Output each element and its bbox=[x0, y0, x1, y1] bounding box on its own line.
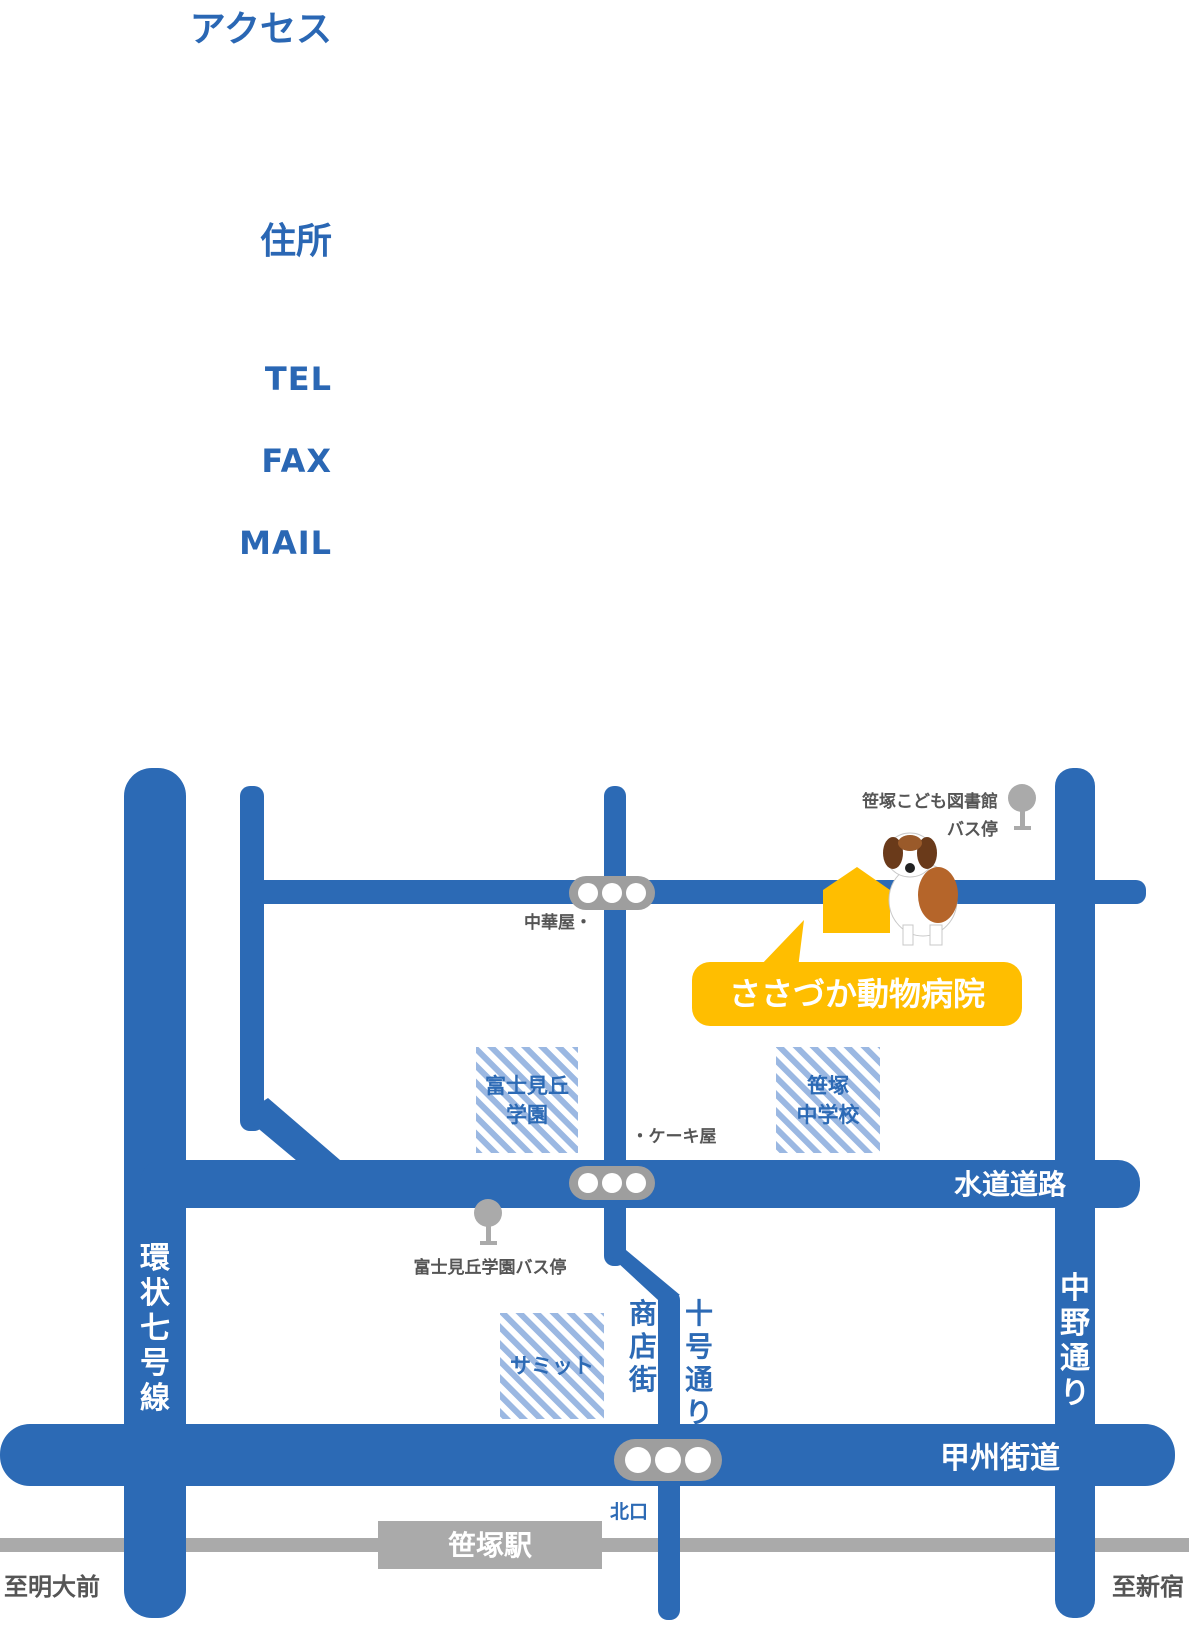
clinic-house-icon bbox=[823, 867, 890, 933]
road-diagonal bbox=[242, 1098, 340, 1176]
label-shotengai: 商店街 bbox=[628, 1297, 657, 1396]
access-heading: アクセス bbox=[189, 9, 332, 50]
mail-label: MAIL bbox=[239, 524, 332, 562]
label-sasazuka-chugakko-1: 笹塚 bbox=[807, 1074, 849, 1098]
label-sasazuka-chugakko-2: 中学校 bbox=[797, 1103, 861, 1127]
svg-text:野: 野 bbox=[1060, 1306, 1090, 1341]
svg-text:十: 十 bbox=[685, 1297, 713, 1330]
label-summit: サミット bbox=[510, 1354, 594, 1378]
svg-text:り: り bbox=[1060, 1376, 1090, 1411]
label-fujimigaoka-gakuen-1: 富士見丘 bbox=[485, 1074, 569, 1098]
dog-icon bbox=[883, 832, 958, 946]
direction-east: 至新宿 bbox=[1112, 1573, 1184, 1601]
svg-text:状: 状 bbox=[140, 1276, 171, 1311]
svg-text:号: 号 bbox=[140, 1346, 170, 1381]
label-kanjo7: 環状七 号線 bbox=[140, 1241, 171, 1416]
traffic-signal-lower bbox=[614, 1439, 722, 1481]
clinic-callout: ささづか動物病院 bbox=[692, 920, 1022, 1026]
svg-text:商: 商 bbox=[629, 1297, 657, 1330]
address-label: 住所 bbox=[259, 221, 332, 262]
label-kitaguchi: 北口 bbox=[610, 1501, 648, 1523]
svg-text:線: 線 bbox=[140, 1381, 170, 1416]
road-left-thin bbox=[240, 786, 264, 1131]
label-cakeya: ・ケーキ屋 bbox=[632, 1127, 717, 1147]
svg-text:笹塚駅: 笹塚駅 bbox=[448, 1529, 532, 1562]
block-summit bbox=[500, 1313, 604, 1419]
svg-text:中: 中 bbox=[1060, 1271, 1090, 1306]
label-suido: 水道道路 bbox=[954, 1168, 1067, 1201]
direction-west: 至明大前 bbox=[4, 1573, 100, 1601]
road-koshu bbox=[0, 1424, 1175, 1486]
label-chukaya: 中華屋・ bbox=[524, 912, 592, 933]
svg-text:通: 通 bbox=[1060, 1341, 1090, 1376]
fax-label: FAX bbox=[261, 442, 332, 480]
block-sasazuka-chugakko bbox=[776, 1047, 880, 1153]
bus-stop-icon bbox=[474, 1199, 502, 1245]
svg-text:店: 店 bbox=[629, 1330, 657, 1363]
label-fujimigaoka-gakuen-2: 学園 bbox=[506, 1103, 548, 1127]
clinic-name: ささづか動物病院 bbox=[729, 975, 985, 1013]
tel-label: TEL bbox=[264, 360, 332, 398]
station-sasazuka: 笹塚駅 bbox=[378, 1521, 602, 1569]
svg-text:通: 通 bbox=[685, 1363, 713, 1396]
road-shotengai-bend bbox=[604, 1250, 680, 1300]
svg-text:り: り bbox=[685, 1396, 713, 1429]
label-koshu: 甲州街道 bbox=[940, 1441, 1060, 1476]
svg-text:号: 号 bbox=[685, 1330, 713, 1363]
label-library-bus-stop-1: 笹塚こども図書館 bbox=[862, 791, 998, 812]
svg-text:街: 街 bbox=[628, 1363, 657, 1396]
svg-text:環: 環 bbox=[140, 1241, 171, 1276]
traffic-signal-upper bbox=[569, 876, 655, 910]
block-fujimigaoka-gakuen bbox=[476, 1047, 578, 1153]
label-fujimigaoka-bus-stop: 富士見丘学園バス停 bbox=[414, 1257, 567, 1278]
traffic-signal-middle bbox=[569, 1166, 655, 1200]
svg-text:七: 七 bbox=[140, 1311, 170, 1346]
bus-stop-icon bbox=[1008, 784, 1036, 830]
label-library-bus-stop-2: バス停 bbox=[947, 819, 998, 840]
road-upper bbox=[248, 880, 1146, 904]
